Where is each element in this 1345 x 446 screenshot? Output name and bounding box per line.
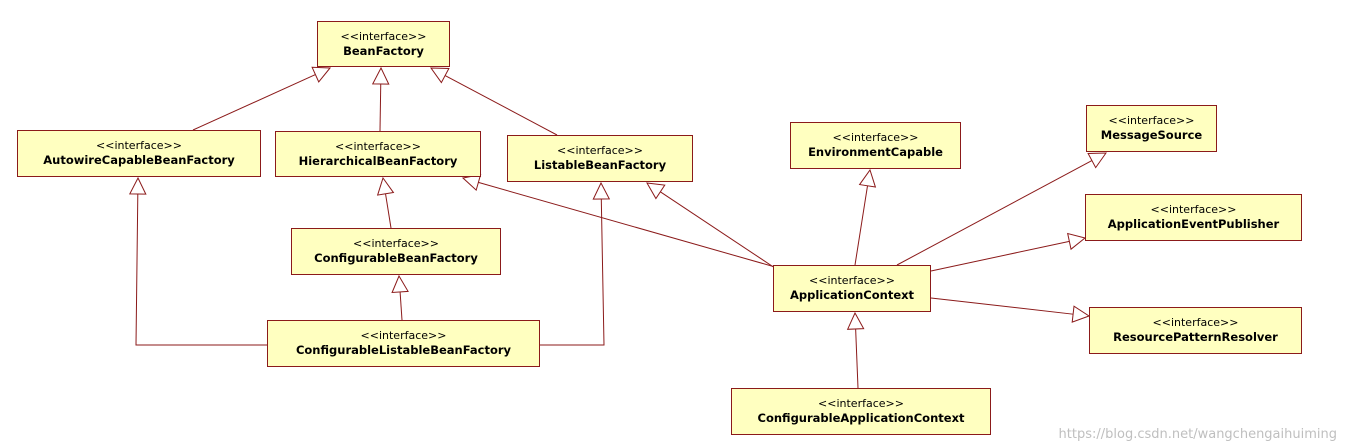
interface-name: ConfigurableApplicationContext (757, 411, 965, 425)
generalization-application-context-to-resource-pattern-resolver (930, 297, 1091, 323)
edge-line (399, 291, 403, 321)
interface-name: ApplicationContext (789, 288, 915, 302)
stereotype-label: <<interface>> (809, 274, 895, 287)
hierarchical-bean-factory-node[interactable]: <<interface>> HierarchicalBeanFactory (275, 131, 481, 177)
interface-name: EnvironmentCapable (808, 145, 943, 159)
message-source-node[interactable]: <<interface>> MessageSource (1086, 105, 1217, 152)
stereotype-label: <<interface>> (818, 397, 904, 410)
hollow-arrowhead-icon (1087, 152, 1107, 169)
hollow-arrowhead-icon (376, 176, 395, 196)
configurable-application-context-node[interactable]: <<interface>> ConfigurableApplicationCon… (731, 388, 991, 435)
stereotype-label: <<interface>> (1108, 114, 1195, 127)
stereotype-label: <<interface>> (96, 139, 182, 152)
stereotype-label: <<interface>> (335, 139, 421, 153)
hollow-arrowhead-icon (461, 174, 482, 191)
watermark-url: https://blog.csdn.net/wangchengaihuiming (1058, 427, 1337, 442)
interface-name: MessageSource (1100, 128, 1203, 142)
edge-line (540, 198, 605, 346)
hollow-arrowhead-icon (430, 67, 450, 84)
generalization-configurable-listable-bean-factory-to-autowire-capable-bean-factory (128, 176, 267, 346)
application-context-node[interactable]: <<interface>> ApplicationContext (773, 265, 931, 312)
edge-line (930, 297, 1074, 315)
stereotype-label: <<interface>> (340, 29, 427, 43)
hollow-arrowhead-icon (592, 181, 611, 200)
edge-line (478, 181, 776, 268)
edge-line (135, 193, 267, 346)
generalization-application-context-to-application-event-publisher (930, 232, 1087, 272)
hollow-arrowhead-icon (846, 311, 865, 330)
generalization-application-context-to-listable-bean-factory (646, 182, 776, 269)
hollow-arrowhead-icon (858, 168, 877, 188)
interface-name: ConfigurableBeanFactory (314, 251, 478, 265)
edge-line (930, 240, 1070, 272)
edge-line (660, 191, 776, 269)
interface-name: HierarchicalBeanFactory (298, 153, 458, 168)
hollow-arrowhead-icon (311, 66, 332, 83)
interface-name: ResourcePatternResolver (1113, 330, 1278, 344)
stereotype-label: <<interface>> (360, 329, 447, 342)
resource-pattern-resolver-node[interactable]: <<interface>> ResourcePatternResolver (1089, 307, 1302, 354)
configurable-listable-bean-factory-node[interactable]: <<interface>> ConfigurableListableBeanFa… (267, 320, 540, 367)
autowire-capable-bean-factory-node[interactable]: <<interface>> AutowireCapableBeanFactory (17, 130, 261, 177)
edge-line (896, 160, 1093, 266)
hollow-arrowhead-icon (371, 66, 390, 85)
stereotype-label: <<interface>> (557, 144, 643, 157)
edge-line (855, 328, 859, 389)
generalization-configurable-listable-bean-factory-to-configurable-bean-factory (391, 274, 409, 321)
interface-name: ListableBeanFactory (533, 158, 667, 172)
hollow-arrowhead-icon (128, 176, 147, 195)
generalization-application-context-to-message-source (896, 152, 1107, 266)
generalization-configurable-application-context-to-application-context (846, 311, 865, 389)
edge-line (444, 75, 558, 136)
generalization-application-context-to-environment-capable (854, 168, 877, 266)
hollow-arrowhead-icon (391, 274, 409, 294)
application-event-publisher-node[interactable]: <<interface>> ApplicationEventPublisher (1085, 194, 1302, 241)
generalization-hierarchical-bean-factory-to-bean-factory (371, 66, 390, 132)
interface-name: BeanFactory (343, 43, 424, 58)
interface-name: ApplicationEventPublisher (1107, 217, 1280, 231)
generalization-configurable-bean-factory-to-hierarchical-bean-factory (376, 176, 395, 229)
edge-line (854, 185, 868, 266)
interface-name: ConfigurableListableBeanFactory (295, 343, 512, 357)
stereotype-label: <<interface>> (1150, 203, 1237, 216)
edge-line (379, 83, 382, 132)
bean-factory-node[interactable]: <<interface>> BeanFactory (317, 21, 450, 67)
edge-line (192, 74, 316, 131)
generalization-configurable-listable-bean-factory-to-listable-bean-factory (540, 181, 611, 346)
generalization-listable-bean-factory-to-bean-factory (430, 67, 558, 136)
environment-capable-node[interactable]: <<interface>> EnvironmentCapable (790, 122, 961, 169)
stereotype-label: <<interface>> (1152, 316, 1239, 329)
stereotype-label: <<interface>> (353, 237, 439, 250)
listable-bean-factory-node[interactable]: <<interface>> ListableBeanFactory (507, 135, 693, 182)
interface-name: AutowireCapableBeanFactory (43, 153, 235, 167)
generalization-autowire-capable-bean-factory-to-bean-factory (192, 66, 332, 131)
hollow-arrowhead-icon (1071, 305, 1091, 323)
edge-line (385, 193, 392, 229)
hollow-arrowhead-icon (646, 182, 666, 200)
stereotype-label: <<interface>> (832, 131, 919, 144)
configurable-bean-factory-node[interactable]: <<interface>> ConfigurableBeanFactory (291, 228, 501, 275)
hollow-arrowhead-icon (1067, 232, 1087, 251)
generalization-application-context-to-hierarchical-bean-factory (461, 174, 776, 268)
